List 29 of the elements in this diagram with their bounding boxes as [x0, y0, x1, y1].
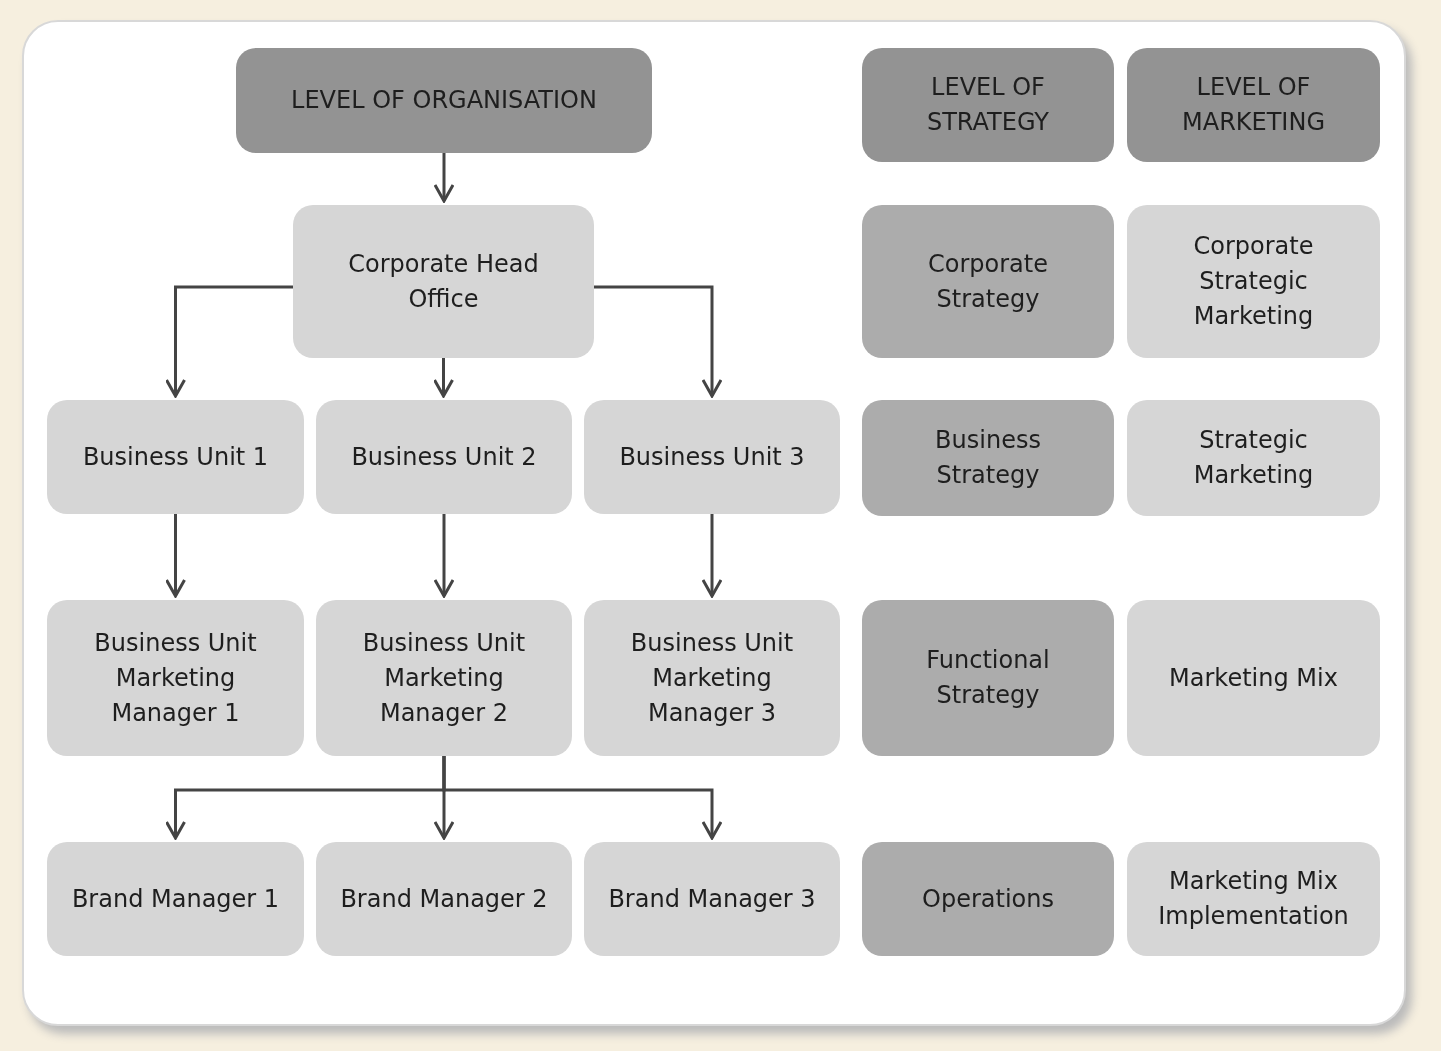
header-box: LEVEL OF MARKETING [1127, 48, 1380, 162]
org-box: Brand Manager 2 [316, 842, 572, 956]
strategy-box: Operations [862, 842, 1114, 956]
marketing-box: Marketing Mix Implementation [1127, 842, 1380, 956]
arrow [165, 285, 293, 398]
arrow [701, 514, 723, 598]
org-box: Business Unit 2 [316, 400, 572, 514]
org-box: Corporate Head Office [293, 205, 594, 358]
marketing-box: Marketing Mix [1127, 600, 1380, 756]
org-box: Business Unit Marketing Manager 2 [316, 600, 572, 756]
arrow [165, 514, 186, 598]
strategy-box: Corporate Strategy [862, 205, 1114, 358]
org-box: Business Unit Marketing Manager 1 [47, 600, 304, 756]
org-box: Brand Manager 3 [584, 842, 840, 956]
arrow [433, 358, 454, 398]
marketing-box: Strategic Marketing [1127, 400, 1380, 516]
header-box: LEVEL OF ORGANISATION [236, 48, 652, 153]
marketing-box: Corporate Strategic Marketing [1127, 205, 1380, 358]
arrow [433, 514, 455, 598]
arrow [594, 285, 723, 398]
org-box: Business Unit 1 [47, 400, 304, 514]
arrow [433, 153, 455, 203]
org-box: Business Unit 3 [584, 400, 840, 514]
org-box: Business Unit Marketing Manager 3 [584, 600, 840, 756]
org-box: Brand Manager 1 [47, 842, 304, 956]
header-box: LEVEL OF STRATEGY [862, 48, 1114, 162]
strategy-box: Business Strategy [862, 400, 1114, 516]
arrow [442, 756, 723, 840]
strategy-box: Functional Strategy [862, 600, 1114, 756]
